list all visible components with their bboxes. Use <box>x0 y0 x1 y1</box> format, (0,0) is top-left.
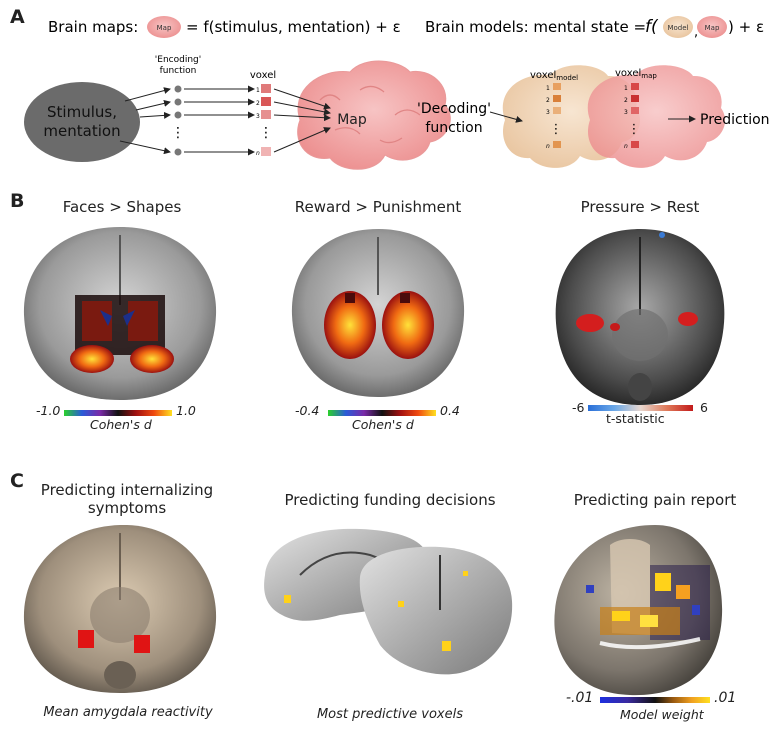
model-weight-label: Model weight <box>620 707 704 722</box>
internalizing-brain <box>23 524 217 693</box>
token-comma: , <box>694 25 698 40</box>
voxel-model-label: voxelmodel <box>530 70 578 82</box>
panel-a-figure: Brain maps: Map = f(stimulus, mentation)… <box>24 16 770 170</box>
pressure-rest-slice <box>555 229 725 405</box>
panel-c-letter: C <box>10 470 24 492</box>
faces-cbar-min: -1.0 <box>36 403 61 418</box>
brain-models-prefix: Brain models: mental state = <box>425 18 646 36</box>
svg-text:2: 2 <box>624 97 628 104</box>
stimulus-label-line2: mentation <box>43 122 120 140</box>
voxel-map-label: voxelmap <box>615 68 657 80</box>
map-brain-icon: Map <box>297 60 451 170</box>
svg-text:1: 1 <box>624 85 628 92</box>
encoding-label-line1: 'Encoding' <box>155 55 201 65</box>
voxel-map-arrows <box>273 88 331 153</box>
brain-models-suffix: ) + ε <box>728 18 764 36</box>
decoding-label-line1: 'Decoding' <box>417 101 491 117</box>
faces-colorbar <box>64 410 172 416</box>
svg-text:2: 2 <box>546 97 550 104</box>
encoding-dots: ⋮ <box>171 85 185 156</box>
faces-cbar-label: Cohen's d <box>90 417 152 432</box>
internalizing-title-line1: Predicting internalizing <box>40 481 214 499</box>
svg-text:⋮: ⋮ <box>628 122 641 137</box>
predictive-voxels-caption: Most predictive voxels <box>316 707 464 722</box>
model-voxel-icons: 1 2 3 ⋮ n <box>546 83 563 150</box>
svg-text:n: n <box>624 143 628 150</box>
reward-cbar-max: 0.4 <box>440 403 460 418</box>
internalizing-title-line2: symptoms <box>87 499 167 517</box>
reward-colorbar <box>328 410 436 416</box>
map-title-reward: Reward > Punishment <box>294 198 462 216</box>
brain-models-f: f( <box>645 17 659 37</box>
map-token-label: Map <box>157 24 172 32</box>
funding-brain <box>264 528 513 675</box>
model-weight-min: -.01 <box>566 690 594 706</box>
svg-text:⋮: ⋮ <box>259 125 273 141</box>
reward-punishment-slice <box>291 229 465 397</box>
brain-maps-prefix: Brain maps: <box>48 18 138 36</box>
voxel-label: voxel <box>250 70 276 81</box>
model-weight-colorbar <box>600 697 710 703</box>
map-token2-label: Map <box>705 24 720 32</box>
pain-brain <box>554 525 723 696</box>
pressure-colorbar <box>588 405 693 411</box>
reward-cbar-min: -0.4 <box>295 403 320 418</box>
svg-text:n: n <box>546 143 550 150</box>
stimulus-label-line1: Stimulus, <box>47 103 117 121</box>
panel-a-letter: A <box>10 6 25 28</box>
svg-text:⋮: ⋮ <box>171 125 185 141</box>
brain-maps-rhs: = f(stimulus, mentation) + ε <box>186 18 401 36</box>
funding-title: Predicting funding decisions <box>284 491 496 509</box>
pressure-cbar-max: 6 <box>700 400 708 415</box>
panel-c-brains <box>23 524 723 696</box>
prediction-label: Prediction <box>700 112 770 128</box>
svg-text:2: 2 <box>256 100 260 107</box>
decoding-arrow <box>489 111 523 123</box>
svg-text:3: 3 <box>624 109 628 116</box>
svg-text:3: 3 <box>546 109 550 116</box>
map-brain2-icon <box>587 65 726 168</box>
pressure-cbar-min: -6 <box>572 400 585 415</box>
map-voxel-icons: 1 2 3 ⋮ n <box>624 83 641 150</box>
panel-b-brain-slices <box>23 227 725 405</box>
svg-text:1: 1 <box>256 87 260 94</box>
model-token-brain-icon: Model <box>663 16 693 38</box>
map-label: Map <box>337 112 367 128</box>
svg-text:1: 1 <box>546 85 550 92</box>
pressure-cbar-label: t-statistic <box>606 411 665 426</box>
encoding-label-line2: function <box>160 66 197 76</box>
map-token-brain-icon: Map <box>147 16 181 38</box>
panel-b-letter: B <box>10 190 25 212</box>
map-title-faces: Faces > Shapes <box>62 198 182 216</box>
map-title-pressure: Pressure > Rest <box>580 198 700 216</box>
stimulus-ellipse <box>24 82 140 162</box>
voxel-icons: 1 2 3 ⋮ n <box>256 84 273 157</box>
decoding-label-line2: function <box>425 120 482 136</box>
faces-shapes-slice <box>23 227 217 400</box>
amygdala-caption: Mean amygdala reactivity <box>43 705 213 720</box>
pain-title: Predicting pain report <box>573 491 737 509</box>
dot-voxel-arrows <box>184 85 255 156</box>
reward-cbar-label: Cohen's d <box>352 417 414 432</box>
svg-text:⋮: ⋮ <box>550 122 563 137</box>
svg-text:n: n <box>256 150 260 157</box>
faces-cbar-max: 1.0 <box>176 403 196 418</box>
map-token2-brain-icon: Map <box>697 16 727 38</box>
model-token-label: Model <box>667 24 688 32</box>
model-weight-max: .01 <box>714 690 737 706</box>
svg-text:3: 3 <box>256 113 260 120</box>
stimulus-arrows <box>119 87 171 155</box>
